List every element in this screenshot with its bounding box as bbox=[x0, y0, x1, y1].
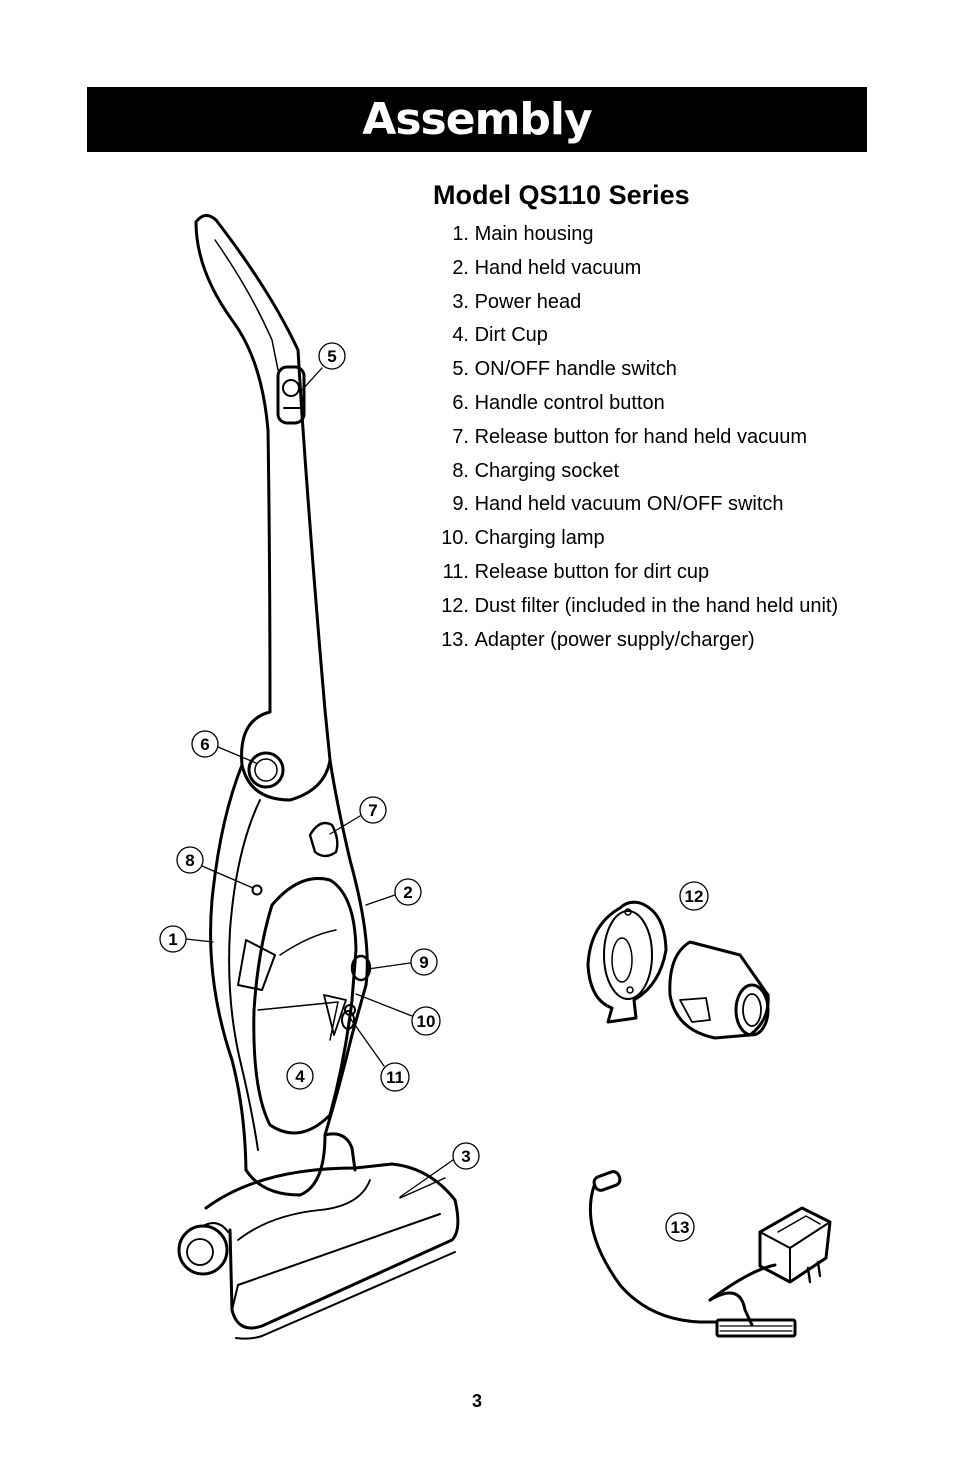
callout-3-label: 3 bbox=[461, 1147, 470, 1166]
callout-4: 4 bbox=[286, 1062, 314, 1090]
part-number: 4. bbox=[452, 324, 469, 347]
callout-5-label: 5 bbox=[327, 347, 336, 366]
part-number: 2. bbox=[452, 256, 469, 279]
callout-13: 13 bbox=[665, 1212, 695, 1242]
part-number: 9. bbox=[452, 493, 469, 516]
callout-1-label: 1 bbox=[168, 930, 177, 949]
callout-11: 11 bbox=[380, 1062, 410, 1092]
callout-6-label: 6 bbox=[200, 735, 209, 754]
part-label: Handle control button bbox=[474, 391, 665, 414]
callout-1: 1 bbox=[159, 925, 187, 953]
list-item: 13. Adapter (power supply/charger) bbox=[433, 624, 838, 658]
callout-8: 8 bbox=[176, 846, 204, 874]
list-item: 8. Charging socket bbox=[433, 455, 838, 489]
part-label: Dust filter (included in the hand held u… bbox=[474, 594, 839, 617]
parts-list: 1. Main housing 2. Hand held vacuum 3. P… bbox=[433, 218, 838, 657]
callout-10-label: 10 bbox=[417, 1012, 436, 1031]
list-item: 3. Power head bbox=[433, 286, 838, 320]
part-number: 13. bbox=[441, 628, 469, 651]
page-number: 3 bbox=[471, 1391, 482, 1411]
callout-12: 12 bbox=[679, 881, 709, 911]
part-number: 12. bbox=[441, 594, 469, 617]
part-label: Release button for dirt cup bbox=[474, 560, 710, 583]
model-heading: Model QS110 Series bbox=[433, 180, 690, 210]
part-label: Power head bbox=[474, 290, 582, 313]
part-label: Charging lamp bbox=[474, 527, 605, 550]
callout-9-label: 9 bbox=[419, 953, 428, 972]
part-label: Adapter (power supply/charger) bbox=[474, 628, 755, 651]
part-label: Hand held vacuum bbox=[474, 256, 642, 279]
callout-5: 5 bbox=[318, 342, 346, 370]
list-item: 12. Dust filter (included in the hand he… bbox=[433, 590, 838, 624]
callout-7: 7 bbox=[359, 796, 387, 824]
callout-11-label: 11 bbox=[386, 1068, 404, 1087]
callout-4-label: 4 bbox=[295, 1067, 305, 1086]
part-number: 6. bbox=[452, 391, 469, 414]
part-label: Charging socket bbox=[474, 459, 620, 482]
callout-8-label: 8 bbox=[185, 851, 194, 870]
part-number: 11. bbox=[442, 560, 469, 583]
callout-12-label: 12 bbox=[685, 887, 704, 906]
part-label: ON/OFF handle switch bbox=[474, 358, 677, 381]
list-item: 10. Charging lamp bbox=[433, 522, 838, 556]
callout-2-label: 2 bbox=[403, 883, 412, 902]
list-item: 9. Hand held vacuum ON/OFF switch bbox=[433, 488, 838, 522]
part-label: Release button for hand held vacuum bbox=[474, 425, 808, 448]
callout-2: 2 bbox=[394, 878, 422, 906]
part-number: 3. bbox=[452, 290, 469, 313]
callout-6: 6 bbox=[191, 730, 219, 758]
stick-vacuum-illustration bbox=[177, 214, 460, 1340]
title-bar: Assembly bbox=[87, 87, 867, 152]
leader-lines bbox=[185, 367, 454, 1198]
callout-9: 9 bbox=[410, 948, 438, 976]
part-number: 1. bbox=[452, 223, 469, 245]
part-label: Main housing bbox=[474, 223, 594, 245]
part-number: 10. bbox=[441, 527, 469, 550]
part-label: Hand held vacuum ON/OFF switch bbox=[474, 493, 784, 516]
callout-10: 10 bbox=[411, 1006, 441, 1036]
list-item: 1. Main housing bbox=[433, 218, 838, 252]
dust-filter-illustration bbox=[586, 900, 770, 1040]
list-item: 2. Hand held vacuum bbox=[433, 252, 838, 286]
part-number: 7. bbox=[452, 425, 469, 448]
page-title: Assembly bbox=[362, 94, 592, 145]
list-item: 5. ON/OFF handle switch bbox=[433, 353, 838, 387]
callout-7-label: 7 bbox=[368, 801, 377, 820]
list-item: 6. Handle control button bbox=[433, 387, 838, 421]
list-item: 4. Dirt Cup bbox=[433, 319, 838, 353]
callout-13-label: 13 bbox=[671, 1218, 690, 1237]
adapter-illustration bbox=[588, 1170, 832, 1338]
callout-3: 3 bbox=[452, 1142, 480, 1170]
part-number: 8. bbox=[452, 459, 469, 482]
part-number: 5. bbox=[452, 358, 469, 381]
list-item: 11. Release button for dirt cup bbox=[433, 556, 838, 590]
part-label: Dirt Cup bbox=[474, 324, 548, 347]
list-item: 7. Release button for hand held vacuum bbox=[433, 421, 838, 455]
